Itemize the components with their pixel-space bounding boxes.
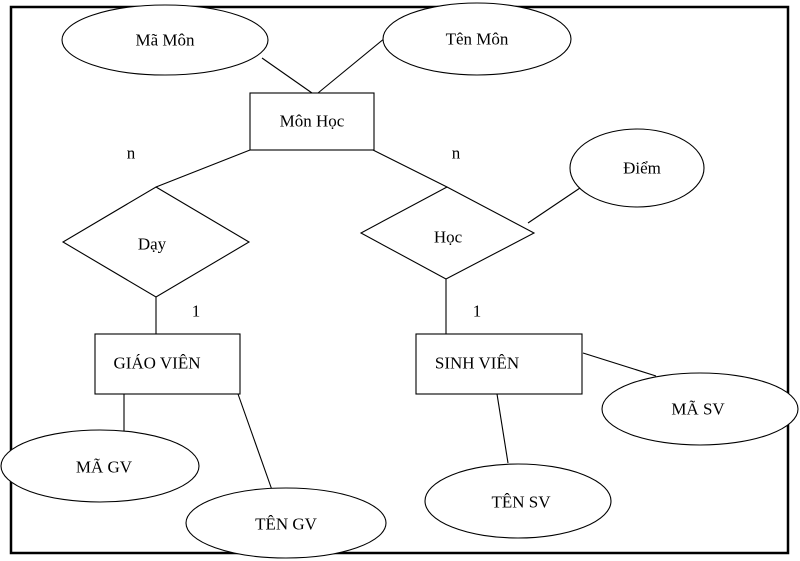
relationship-day: Dạy — [61, 186, 251, 298]
entity-label: Môn Học — [280, 112, 345, 131]
cardinality-hoc-monhoc: n — [452, 144, 461, 163]
cardinality-hoc-sinhvien: 1 — [473, 302, 482, 321]
link-monhoc-hoc — [372, 149, 448, 188]
link-sinhvien-masv — [582, 352, 657, 377]
attribute-ten-sv: TÊN SV — [424, 463, 612, 539]
relationship-label: Học — [434, 228, 463, 247]
cardinality-day-giaovien: 1 — [192, 302, 201, 321]
attribute-ten-mon: Tên Môn — [382, 2, 572, 76]
entity-sinh-vien: SINH VIÊN — [415, 333, 583, 395]
attribute-ma-sv: MÃ SV — [601, 372, 799, 446]
link-giaovien-tengv — [237, 393, 273, 491]
link-mamon-monhoc — [261, 57, 313, 94]
link-monhoc-day — [155, 149, 251, 188]
entity-label: SINH VIÊN — [435, 354, 519, 373]
link-hoc-diem — [527, 187, 581, 224]
attribute-label: TÊN SV — [491, 493, 551, 512]
attribute-label: MÃ SV — [671, 400, 725, 419]
relationship-label: Dạy — [138, 235, 167, 254]
entity-label: GIÁO VIÊN — [113, 354, 200, 373]
attribute-label: Tên Môn — [446, 30, 509, 49]
link-sinhvien-tensv — [496, 393, 509, 464]
attribute-label: MÃ GV — [76, 458, 133, 477]
relationship-hoc: Học — [359, 186, 536, 280]
attribute-label: TÊN GV — [255, 515, 318, 534]
attribute-ma-gv: MÃ GV — [0, 429, 200, 503]
entity-mon-hoc: Môn Học — [249, 92, 375, 151]
cardinality-day-monhoc: n — [127, 144, 136, 163]
attribute-ten-gv: TÊN GV — [185, 487, 387, 559]
link-tenmon-monhoc — [317, 37, 386, 94]
attribute-label: Mã Môn — [135, 31, 195, 50]
attribute-label: Điểm — [623, 159, 661, 178]
attribute-diem: Điểm — [569, 128, 705, 208]
entity-giao-vien: GIÁO VIÊN — [94, 333, 241, 395]
attribute-ma-mon: Mã Môn — [61, 4, 269, 76]
